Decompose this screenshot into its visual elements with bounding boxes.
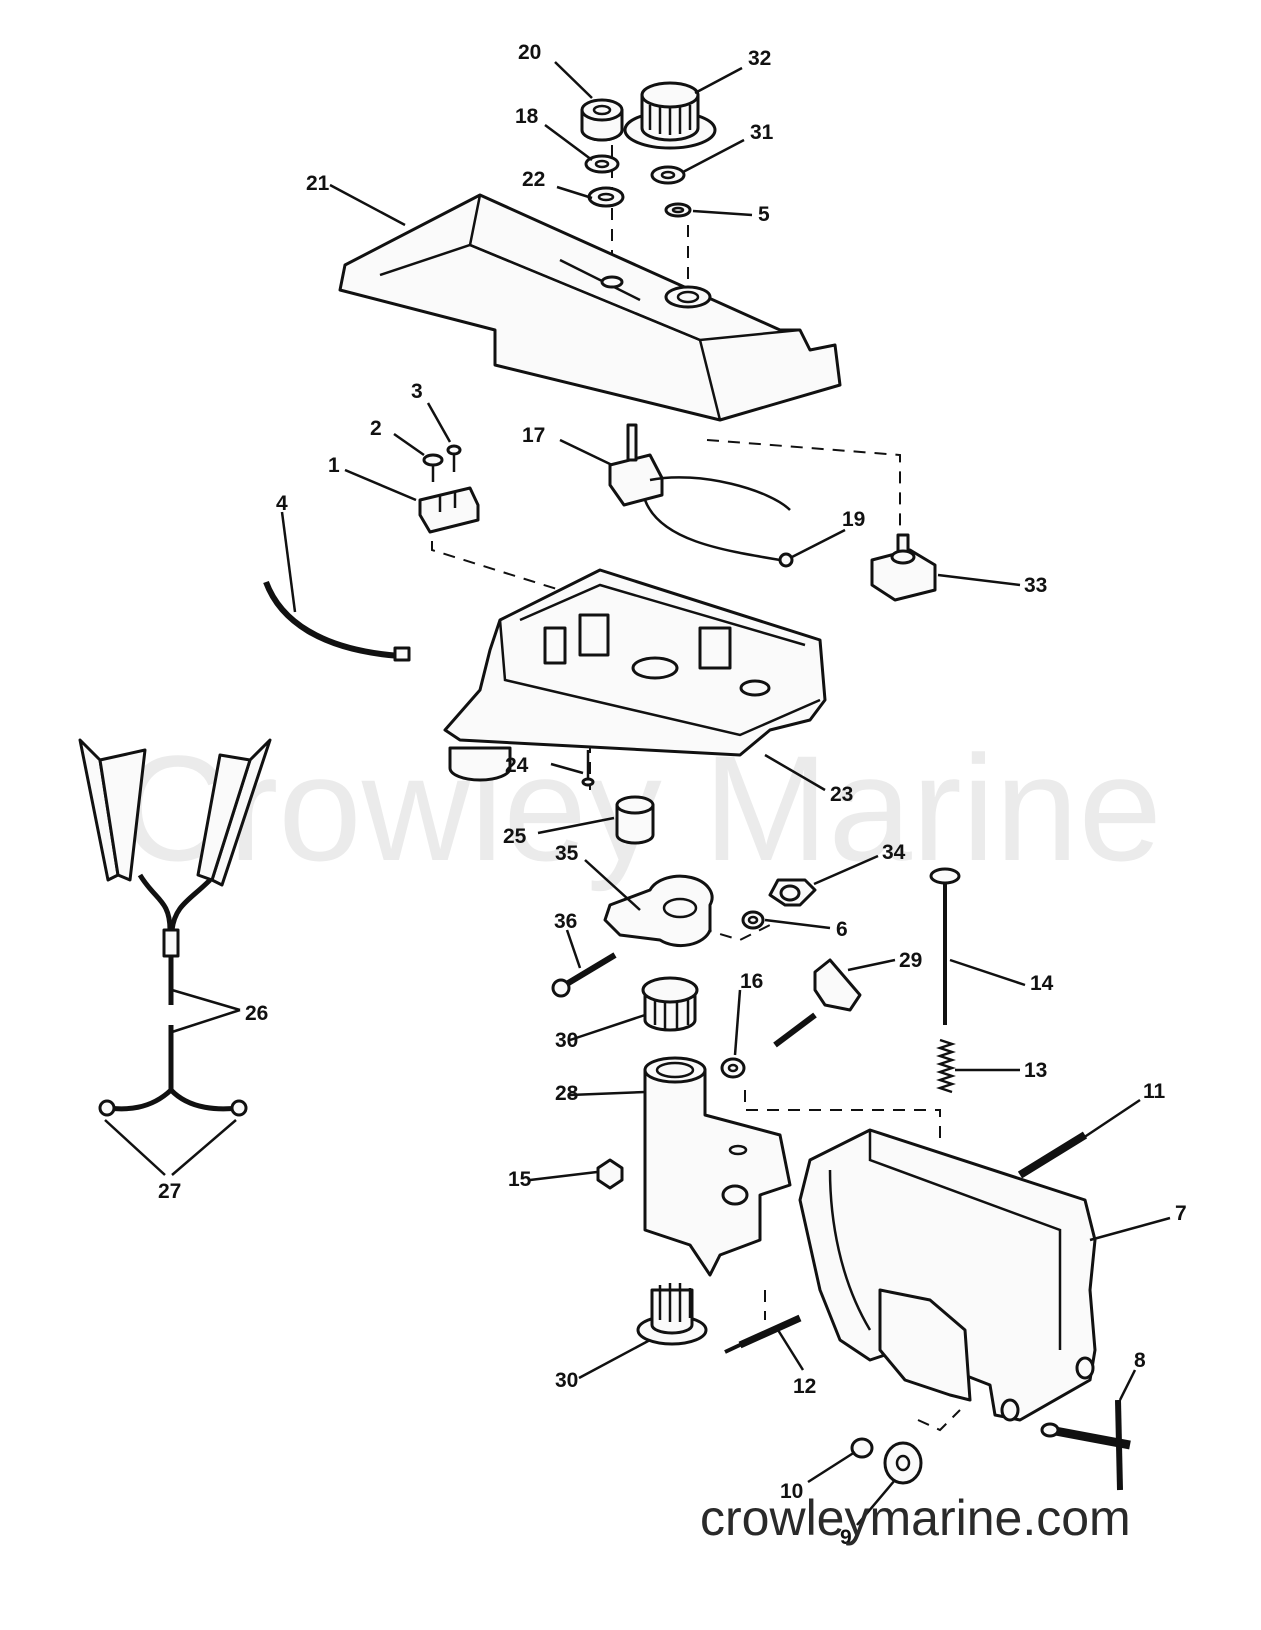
callout-8: 8 (1134, 1349, 1146, 1372)
callout-15: 15 (508, 1168, 532, 1191)
callout-leaders (104, 61, 1171, 1526)
part-20-bushing (580, 98, 624, 142)
part-16-washer (720, 1057, 746, 1079)
callout-30-lower: 30 (555, 1369, 578, 1392)
callout-36: 36 (554, 910, 577, 933)
callout-35: 35 (555, 842, 579, 865)
callout-27: 27 (158, 1180, 181, 1203)
part-9-pad (883, 1441, 923, 1485)
part-33-switch (870, 533, 937, 602)
part-28-bracket (643, 1056, 792, 1277)
callout-34: 34 (882, 841, 906, 864)
part-35-clamp (603, 874, 714, 948)
callout-labels: 20 32 18 31 22 5 21 3 2 1 17 19 33 4 24 … (158, 41, 1187, 1549)
callout-20: 20 (518, 41, 541, 64)
part-12-pin (724, 1314, 802, 1354)
callout-16: 16 (740, 970, 763, 993)
callout-23: 23 (830, 783, 853, 806)
part-36-bolt (551, 952, 617, 998)
callout-26: 26 (245, 1002, 268, 1025)
part-2-screw (422, 453, 444, 482)
part-24-screw (581, 750, 595, 787)
callout-18: 18 (515, 105, 539, 128)
part-31-nut (650, 165, 686, 185)
part-22-washer (587, 186, 625, 208)
part-32-knob (623, 81, 717, 150)
part-14-pin (929, 867, 961, 1025)
part-29-wing-bolt (773, 958, 862, 1048)
callout-19: 19 (842, 508, 865, 531)
callout-31: 31 (750, 121, 774, 144)
part-5-lockwasher (664, 202, 692, 218)
part-25-nut (615, 795, 655, 845)
part-34-wing-nut (768, 878, 817, 907)
callout-33: 33 (1024, 574, 1047, 597)
callout-24: 24 (505, 754, 529, 777)
callout-3: 3 (411, 380, 423, 403)
part-15-nut (596, 1158, 624, 1190)
part-1-terminal-block (418, 486, 480, 534)
callout-13: 13 (1024, 1059, 1047, 1082)
callout-28: 28 (555, 1082, 579, 1105)
callout-4: 4 (276, 492, 288, 515)
part-11-pin (1017, 1131, 1088, 1179)
callout-7: 7 (1175, 1202, 1187, 1225)
part-18-washer (584, 154, 620, 174)
callout-14: 14 (1030, 972, 1054, 995)
callout-29: 29 (899, 949, 922, 972)
callout-12: 12 (793, 1375, 816, 1398)
part-13-spring (936, 1038, 956, 1094)
watermark-footer: crowleymarine.com (700, 1490, 1131, 1546)
callout-10: 10 (780, 1480, 803, 1503)
callout-6: 6 (836, 918, 848, 941)
callout-5: 5 (758, 203, 770, 226)
part-27-ring-terminals (98, 1088, 248, 1117)
part-17-switch (608, 423, 794, 568)
callout-11: 11 (1143, 1080, 1166, 1103)
callout-32: 32 (748, 47, 771, 70)
part-6-washer (741, 910, 765, 930)
callout-2: 2 (370, 417, 382, 440)
part-3-screw (446, 444, 462, 472)
part-23-housing (443, 568, 827, 782)
part-26-battery-cable (78, 738, 272, 1090)
part-7-clamp-bracket (798, 1128, 1097, 1422)
callout-21: 21 (306, 172, 330, 195)
callout-17: 17 (522, 424, 545, 447)
callout-22: 22 (522, 168, 545, 191)
part-30-lower-bushing (636, 1283, 708, 1346)
callout-1: 1 (328, 454, 340, 477)
callout-30-upper: 30 (555, 1029, 578, 1052)
part-30-upper-bushing (641, 976, 699, 1032)
callout-9: 9 (840, 1526, 852, 1549)
part-10-washer (850, 1437, 874, 1459)
part-8-t-screw (1040, 1399, 1131, 1491)
callout-25: 25 (503, 825, 527, 848)
part-4-wire (263, 580, 411, 662)
part-21-pedal-cover (338, 193, 842, 422)
